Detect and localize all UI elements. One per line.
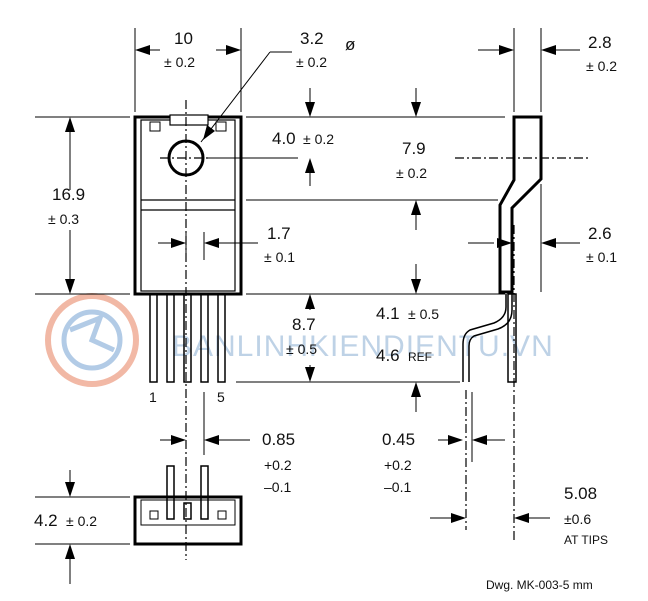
dim-spread-note: AT TIPS (564, 533, 608, 547)
dim-hole-value: 3.2 (300, 29, 324, 48)
pin-first-label: 1 (149, 389, 157, 405)
arrowheads (65, 45, 556, 559)
dim-width-tol: ± 0.2 (164, 54, 195, 70)
dim-ref-suffix: REF (408, 350, 432, 364)
dim-pitch-tol: ± 0.1 (264, 249, 295, 265)
dim-height-tol: ± 0.3 (48, 211, 79, 227)
dim-tab-height-tol: ± 0.2 (396, 165, 427, 181)
dim-pin-width-value: 0.85 (262, 430, 295, 449)
dimension-labels: 10 ± 0.2 3.2 ø ± 0.2 4.0 ± 0.2 7.9 ± 0.2… (34, 29, 617, 592)
dim-ref-value: 4.6 (376, 346, 400, 365)
watermark-logo (45, 293, 139, 387)
dim-thickness-value: 2.8 (588, 33, 612, 52)
dimension-lines (35, 28, 580, 584)
dim-pin-thk-minus: –0.1 (384, 479, 411, 495)
watermark: BANLINHKIENDIENTU.VN (45, 293, 554, 387)
dim-hole-offset-tol: ± 0.2 (303, 131, 334, 147)
dim-pin-thk-value: 0.45 (382, 430, 415, 449)
dim-foot-value: 4.2 (34, 511, 58, 530)
dim-thickness-tol: ± 0.2 (586, 58, 617, 74)
dim-height-value: 16.9 (52, 185, 85, 204)
dim-foot-tol: ± 0.2 (66, 513, 97, 529)
dim-pin-width-minus: –0.1 (264, 479, 291, 495)
dim-side-value: 2.6 (588, 224, 612, 243)
dim-lead-len-tol: ± 0.5 (286, 341, 317, 357)
dim-pin-width-plus: +0.2 (264, 457, 292, 473)
dim-pin-thk-plus: +0.2 (384, 457, 412, 473)
dim-lead-len-value: 8.7 (292, 315, 316, 334)
dim-hole-symbol: ø (345, 35, 355, 54)
dim-bend-value: 4.1 (376, 304, 400, 323)
pin-last-label: 5 (217, 389, 225, 405)
dim-spread-value: 5.08 (564, 484, 597, 503)
drawing-reference: Dwg. MK-003-5 mm (486, 578, 593, 592)
dim-bend-tol: ± 0.5 (408, 306, 439, 322)
dim-pitch-value: 1.7 (267, 224, 291, 243)
dim-hole-tol: ± 0.2 (296, 54, 327, 70)
bottom-view (133, 465, 243, 546)
watermark-text: BANLINHKIENDIENTU.VN (172, 330, 554, 363)
dim-tab-height-value: 7.9 (402, 139, 426, 158)
side-view (462, 115, 543, 383)
dim-spread-tol: ±0.6 (564, 511, 591, 527)
dim-width-value: 10 (174, 29, 193, 48)
dim-side-tol: ± 0.1 (586, 249, 617, 265)
dim-hole-offset-value: 4.0 (272, 129, 296, 148)
